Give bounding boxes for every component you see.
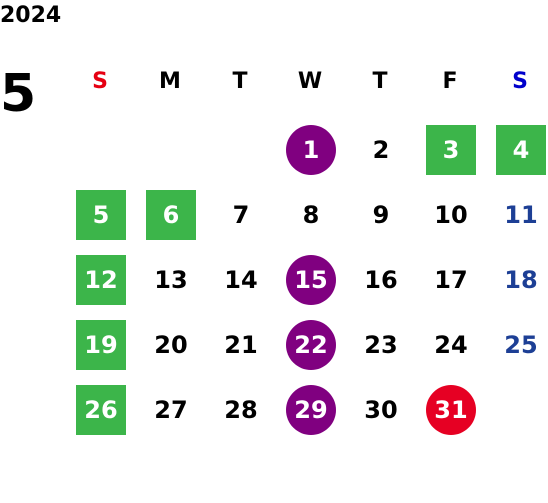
year-label: 2024: [0, 3, 62, 28]
weekday-header: S: [512, 68, 528, 94]
weekday-header: S: [92, 68, 108, 94]
day-cell-marked[interactable]: 1: [286, 125, 336, 175]
day-cell[interactable]: 24: [434, 331, 468, 359]
day-cell[interactable]: 8: [302, 201, 320, 229]
day-cell[interactable]: 13: [154, 266, 188, 294]
day-cell[interactable]: 21: [224, 331, 258, 359]
day-cell-saturday[interactable]: 11: [504, 201, 538, 229]
day-cell-marked[interactable]: 22: [286, 320, 336, 370]
day-cell[interactable]: 30: [364, 396, 398, 424]
weekday-header: F: [442, 68, 458, 94]
day-cell[interactable]: 2: [372, 136, 390, 164]
day-cell-special[interactable]: 31: [426, 385, 476, 435]
month-number: 5: [0, 64, 37, 124]
day-cell[interactable]: 23: [364, 331, 398, 359]
day-cell-holiday[interactable]: 4: [496, 125, 546, 175]
day-cell[interactable]: 9: [372, 201, 390, 229]
day-cell-holiday[interactable]: 19: [76, 320, 126, 370]
weekday-header: T: [232, 68, 248, 94]
day-cell[interactable]: 27: [154, 396, 188, 424]
day-cell-marked[interactable]: 15: [286, 255, 336, 305]
day-cell[interactable]: 16: [364, 266, 398, 294]
day-cell-holiday[interactable]: 12: [76, 255, 126, 305]
day-cell-saturday[interactable]: 18: [504, 266, 538, 294]
day-cell-holiday[interactable]: 3: [426, 125, 476, 175]
day-cell[interactable]: 20: [154, 331, 188, 359]
day-cell-holiday[interactable]: 5: [76, 190, 126, 240]
day-cell[interactable]: 14: [224, 266, 258, 294]
day-cell[interactable]: 28: [224, 396, 258, 424]
weekday-header: M: [159, 68, 181, 94]
day-cell[interactable]: 10: [434, 201, 468, 229]
day-cell-holiday[interactable]: 6: [146, 190, 196, 240]
day-cell[interactable]: 7: [232, 201, 250, 229]
day-cell[interactable]: 17: [434, 266, 468, 294]
day-cell-holiday[interactable]: 26: [76, 385, 126, 435]
day-cell-saturday[interactable]: 25: [504, 331, 538, 359]
weekday-header: W: [297, 68, 323, 94]
day-cell-marked[interactable]: 29: [286, 385, 336, 435]
weekday-header: T: [372, 68, 388, 94]
